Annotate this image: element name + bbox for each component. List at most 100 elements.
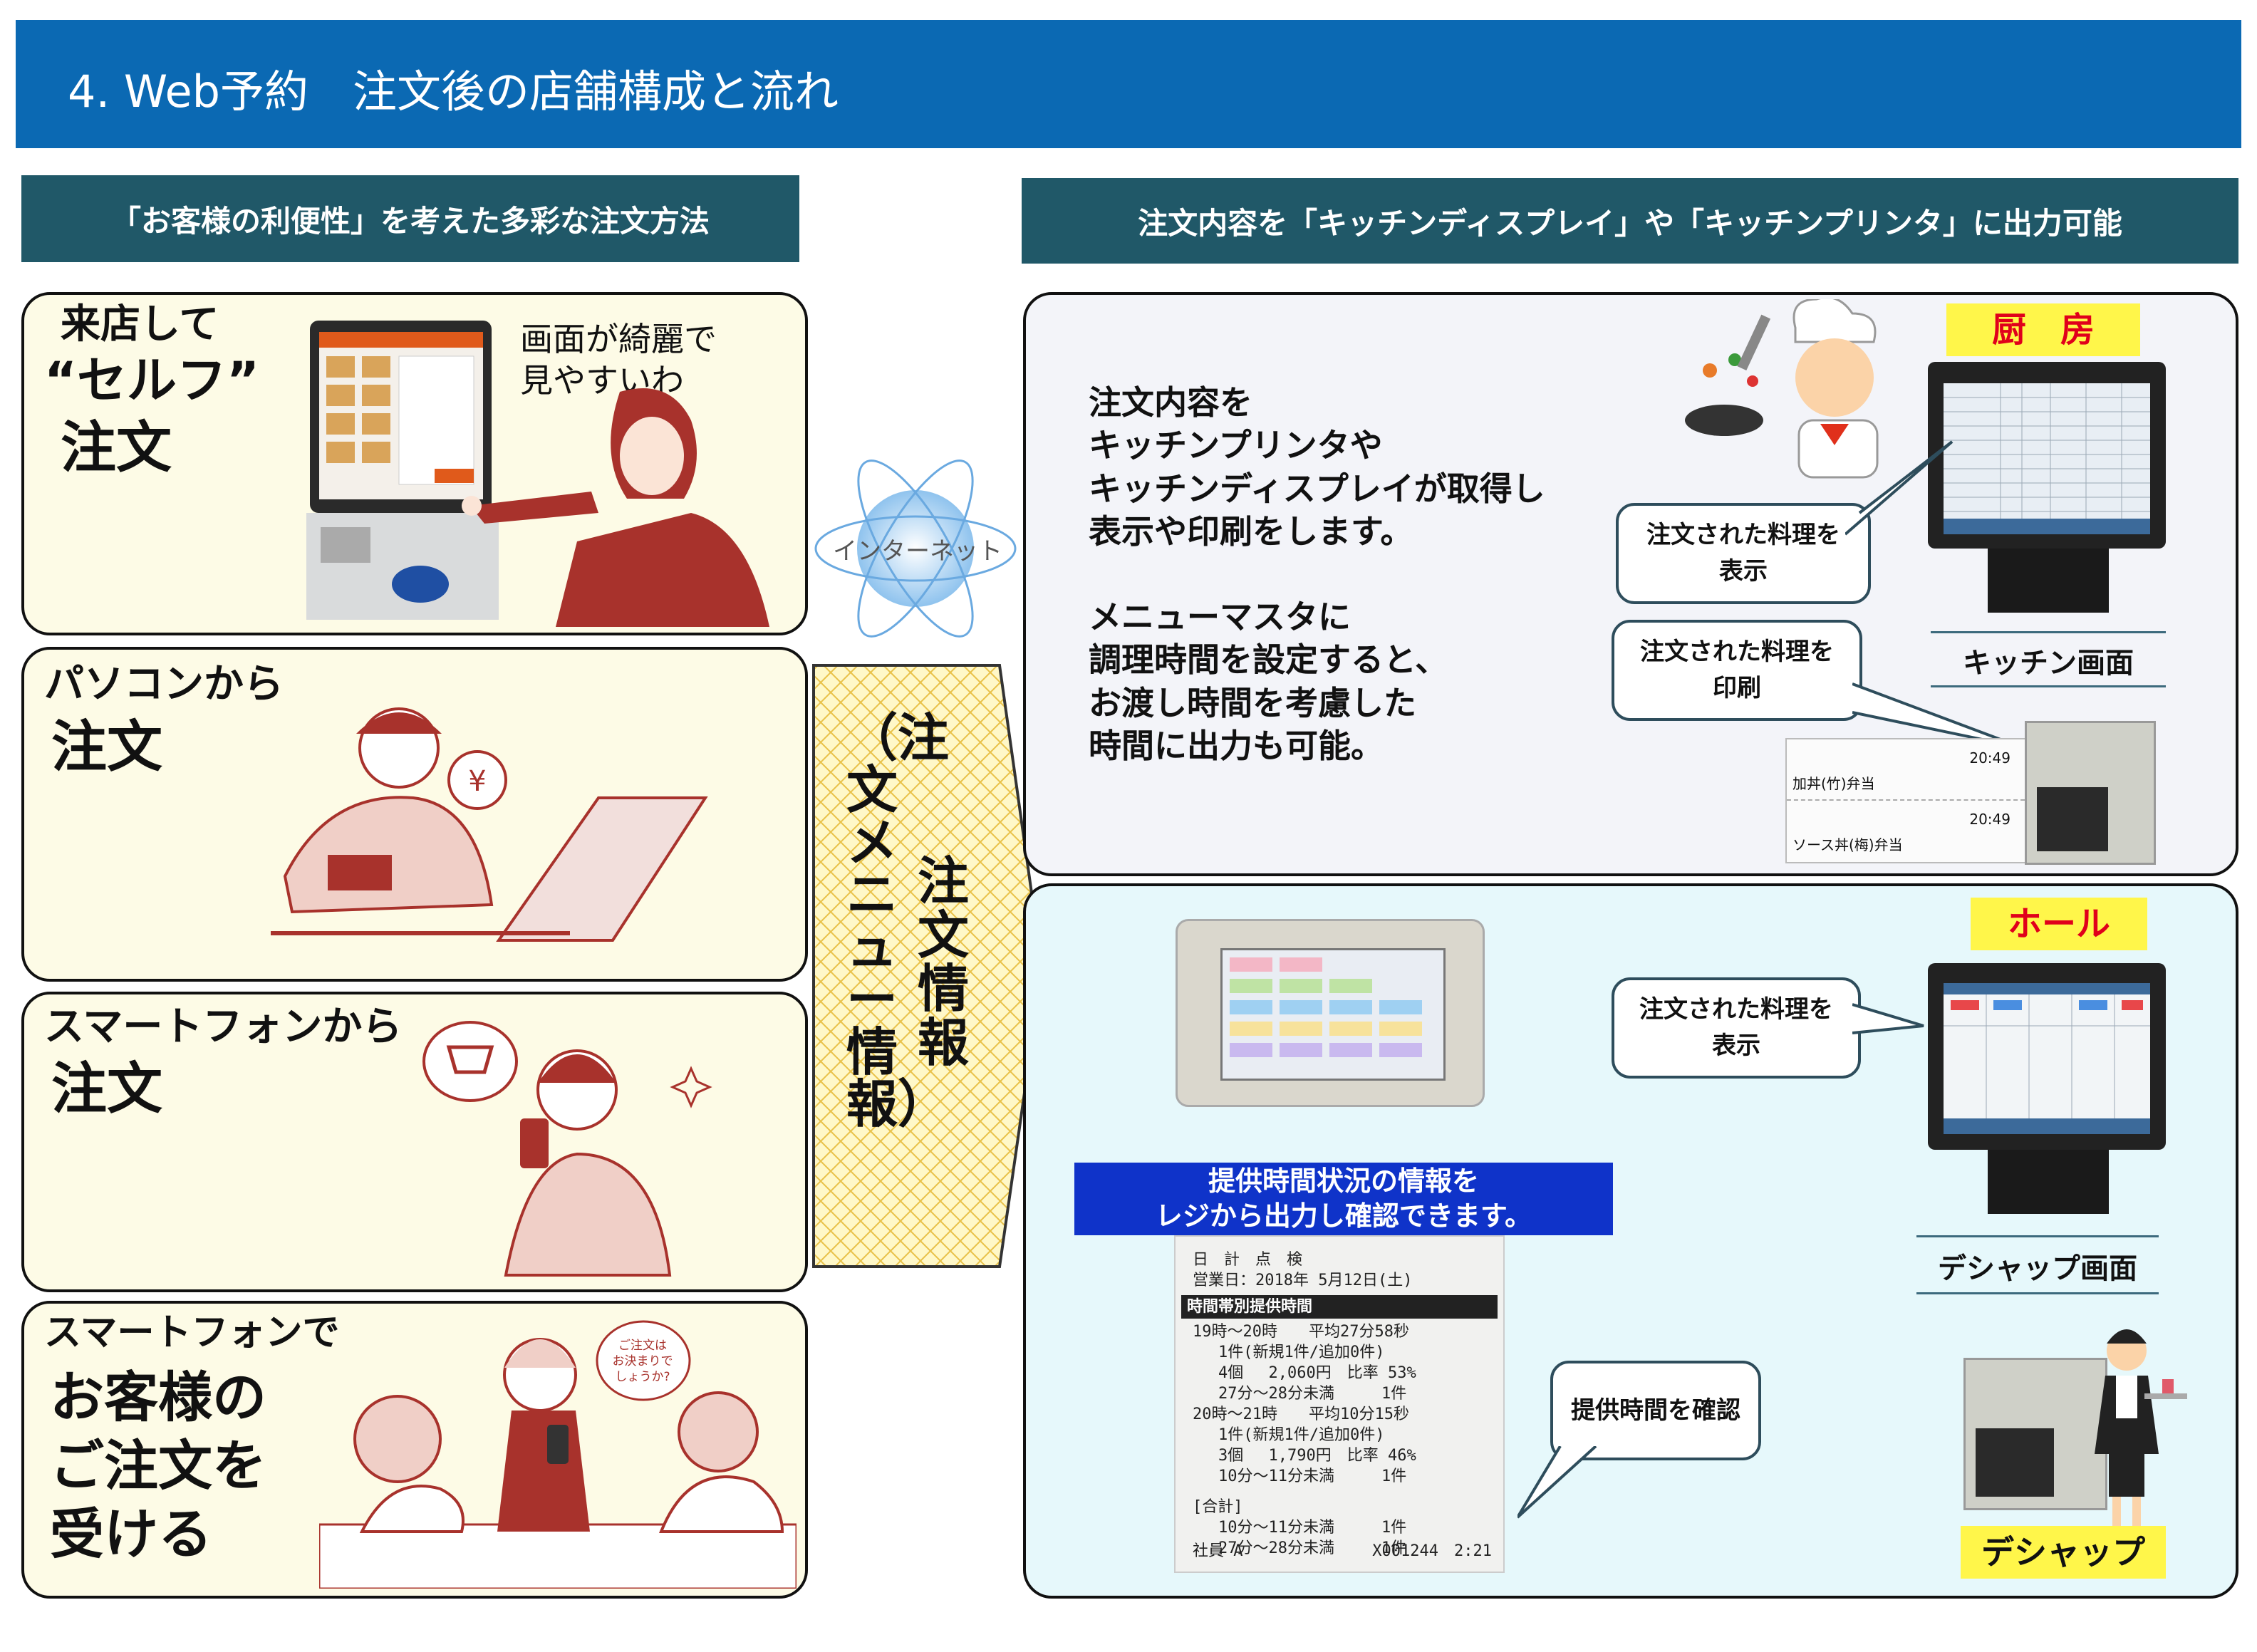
- hall-tag: ホール: [1971, 898, 2147, 950]
- bubble-line-1: ご注文は: [618, 1339, 667, 1353]
- receipt-footer-left: 社員 A: [1193, 1542, 1243, 1560]
- staff-customers-illustration: [319, 1320, 797, 1589]
- kitchen-desc-7: 調理時間を設定すると、: [1089, 640, 1448, 680]
- receipt-line-4: 27分〜28分未満 1件: [1218, 1385, 1407, 1403]
- kiosk-illustration: [306, 321, 499, 620]
- kitchen-callout-display-line2: 表示: [1719, 557, 1768, 586]
- receipt-line-2: 1件(新規1件/追加0件): [1218, 1344, 1385, 1362]
- receipt-line-6: 1件(新規1件/追加0件): [1218, 1426, 1385, 1445]
- kitchen-tickets: 加丼(竹)弁当 20:49 ソース丼(梅)弁当 20:49: [1785, 738, 2033, 863]
- kitchen-screen-grid: [1944, 383, 2150, 534]
- dishup-tag: デシャップ: [1961, 1526, 2166, 1579]
- kitchen-callout-display: 注文された料理を表示: [1616, 503, 1871, 604]
- bubble-line-2: お決まりで: [612, 1354, 673, 1369]
- ticket-divider: [1787, 799, 2032, 801]
- page-title: 4. Web予約 注文後の店舗構成と流れ: [68, 66, 839, 118]
- bubble-line-3: しょうか?: [615, 1370, 670, 1385]
- kitchen-callout-display-pointer: [1845, 440, 1954, 536]
- smartphone-user-illustration: [422, 1021, 712, 1277]
- kitchen-screen-underline-bottom: [1931, 685, 2166, 687]
- hall-callout-display-line2: 表示: [1712, 1032, 1760, 1060]
- receipt-footer-right: X001244 2:21: [1372, 1542, 1492, 1560]
- svg-text:¥: ¥: [468, 765, 486, 798]
- arrow-menu-info-text: （注文メニュー情報）: [846, 708, 949, 1135]
- receipt-line-8: 10分〜11分未満 1件: [1218, 1467, 1407, 1486]
- kitchen-desc-1: 注文内容を: [1089, 383, 1252, 422]
- receipt-line-10: 10分〜11分未満 1件: [1218, 1519, 1407, 1537]
- receipt-title: 日 計 点 検: [1193, 1251, 1303, 1269]
- left-subtitle: 「お客様の利便性」を考えた多彩な注文方法: [21, 175, 799, 262]
- daily-check-receipt: 日 計 点 検 営業日：2018年 5月12日(土) 時間帯別提供時間 19時〜…: [1174, 1235, 1505, 1573]
- info-banner-line2: レジから出力し確認できます。: [1155, 1200, 1532, 1232]
- receipt-line-5: 20時〜21時 平均10分15秒: [1193, 1406, 1409, 1424]
- kitchen-screen-label: キッチン画面: [1963, 647, 2134, 680]
- right-subtitle: 注文内容を「キッチンディスプレイ」や「キッチンプリンタ」に出力可能: [1022, 178, 2238, 264]
- pc-order-line1: パソコンから: [44, 661, 284, 707]
- printer-slot: [2037, 787, 2108, 851]
- receipt-line-9: [合計]: [1193, 1498, 1243, 1517]
- staff-order-line4: 受ける: [50, 1502, 212, 1566]
- ticket-item-2: ソース丼(梅)弁当: [1792, 836, 1903, 853]
- ticket-item-1: 加丼(竹)弁当: [1792, 775, 1875, 792]
- info-banner: 提供時間状況の情報を レジから出力し確認できます。: [1074, 1163, 1613, 1235]
- order-info-arrow: [812, 664, 1044, 1268]
- speech-line-1: 画面が綺麗で: [520, 320, 717, 358]
- receipt-line-11: 27分〜28分未満 1件: [1218, 1539, 1407, 1558]
- dishup-screen-underline-bottom: [1916, 1292, 2159, 1294]
- staff-order-line2: お客様の: [50, 1366, 266, 1429]
- receipt-header: 時間帯別提供時間: [1181, 1295, 1498, 1319]
- pos-screen: [1220, 948, 1446, 1081]
- dishup-display-screen: [1944, 983, 2150, 1134]
- hall-callout-check-pointer: [1517, 1446, 1597, 1519]
- hall-callout-display-line1: 注文された料理を: [1639, 995, 1833, 1024]
- self-order-line1: 来店して: [61, 301, 219, 348]
- dishup-printer-slot: [1976, 1428, 2054, 1497]
- receipt-date: 営業日：2018年 5月12日(土): [1193, 1272, 1413, 1290]
- kitchen-desc-6: メニューマスタに: [1089, 598, 1351, 636]
- self-order-line2: “セルフ”: [44, 351, 260, 410]
- pos-register: [1176, 919, 1485, 1107]
- dishup-monitor-stand: [1988, 1150, 2109, 1214]
- kitchen-desc-8: お渡し時間を考慮した: [1089, 683, 1416, 722]
- dishup-screen-underline-top: [1916, 1235, 2159, 1237]
- hall-callout-check: 提供時間を確認: [1550, 1361, 1761, 1460]
- info-banner-line1: 提供時間状況の情報を: [1208, 1165, 1479, 1197]
- ticket-time-1: 20:49: [1969, 749, 2010, 767]
- kitchen-callout-print: 注文された料理を印刷: [1612, 620, 1862, 721]
- kitchen-screen-underline-top: [1931, 631, 2166, 633]
- staff-order-line1: スマートフォンで: [44, 1311, 340, 1354]
- kitchen-tag: 厨 房: [1946, 303, 2140, 356]
- kitchen-callout-display-line1: 注文された料理を: [1646, 521, 1840, 549]
- kitchen-printer: [2025, 721, 2156, 865]
- pos-screen-buttons: [1230, 957, 1422, 1057]
- arrow-order-info-text: 注文情報: [918, 851, 970, 1073]
- receipt-line-3: 4個 2,060円 比率 53%: [1218, 1364, 1416, 1383]
- kitchen-desc-9: 時間に出力も可能。: [1089, 726, 1384, 765]
- dishup-screen-grid: [1944, 983, 2150, 1134]
- kitchen-callout-print-line1: 注文された料理を: [1640, 638, 1834, 666]
- kitchen-desc-3: キッチンディスプレイが取得し: [1089, 469, 1545, 508]
- smartphone-order-panel: [21, 992, 808, 1292]
- kitchen-description: 注文内容を キッチンプリンタや キッチンディスプレイが取得し 表示や印刷をします…: [1089, 381, 1545, 767]
- receipt-line-7: 3個 1,790円 比率 46%: [1218, 1447, 1416, 1465]
- pc-order-line2: 注文: [51, 715, 163, 779]
- kitchen-desc-gap: [1089, 553, 1545, 596]
- header-bar: [16, 20, 2241, 148]
- waitress-illustration: [2095, 1329, 2187, 1547]
- kitchen-callout-print-line2: 印刷: [1713, 674, 1761, 702]
- kitchen-desc-2: キッチンプリンタや: [1089, 426, 1383, 465]
- smartphone-order-line1: スマートフォンから: [44, 1004, 403, 1050]
- dishup-printer: [1963, 1358, 2107, 1510]
- kitchen-monitor-stand: [1988, 549, 2109, 613]
- smartphone-order-line2: 注文: [51, 1057, 163, 1121]
- pc-user-illustration: ¥: [271, 707, 708, 942]
- staff-order-line3: ご注文を: [50, 1434, 266, 1497]
- woman-pointing-illustration: [462, 388, 769, 627]
- kitchen-display-screen: [1944, 383, 2150, 534]
- ticket-time-2: 20:49: [1969, 811, 2010, 828]
- chef-illustration: [1685, 299, 1879, 479]
- staff-speech-bubble: ご注文は お決まりで しょうか?: [607, 1338, 678, 1385]
- kitchen-desc-4: 表示や印刷をします。: [1089, 511, 1413, 551]
- internet-globe-icon: [814, 459, 1017, 638]
- dishup-screen-label: デシャップ画面: [1938, 1252, 2137, 1285]
